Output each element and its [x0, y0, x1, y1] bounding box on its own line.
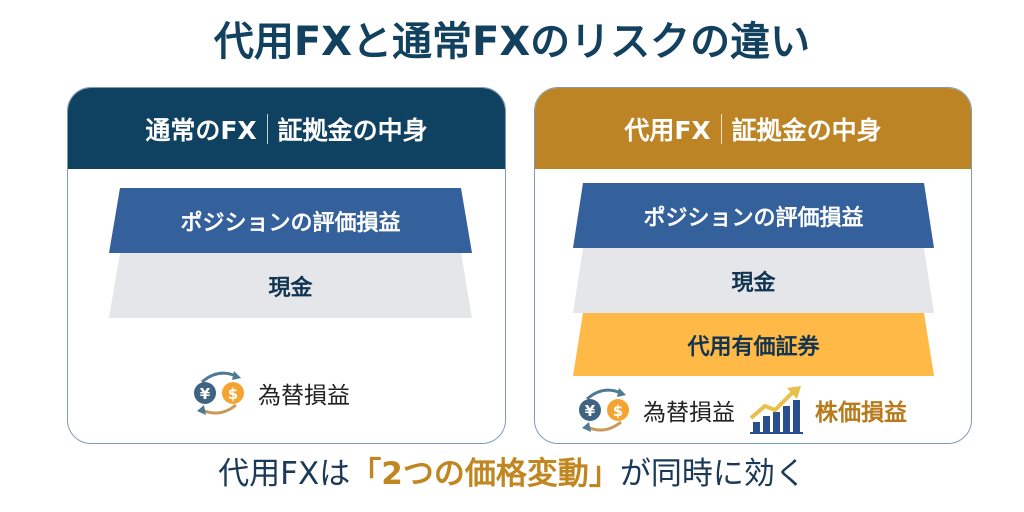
fx-pl-label: 為替損益: [643, 400, 735, 426]
conclusion-suffix: が同時に効く: [619, 456, 806, 492]
page-title: 代用FXと通常FXのリスクの違い: [213, 19, 811, 65]
normal-fx-card-header: 通常のFX 証拠金の中身: [68, 88, 505, 169]
trapezoid-shape: [573, 183, 934, 248]
rising-bar-chart-icon: [749, 386, 803, 434]
header-label: 通常のFX: [145, 115, 257, 145]
trapezoid-shape: [573, 313, 934, 376]
trapezoid-shape: [109, 188, 472, 253]
layer-position-pl: ポジションの評価損益: [573, 183, 934, 248]
header-divider: [720, 113, 722, 144]
layer-cash: 現金: [573, 248, 934, 313]
currency-exchange-icon: ¥ $: [579, 388, 629, 432]
svg-text:¥: ¥: [200, 385, 211, 403]
svg-text:$: $: [613, 402, 623, 420]
header-sublabel: 証拠金の中身: [277, 115, 428, 145]
svg-text:$: $: [228, 385, 238, 403]
substitute-fx-card: 代用FX 証拠金の中身 ポジションの評価損益 現金 代用有価証券 ¥ $ 為替損…: [534, 87, 972, 444]
currency-exchange-icon: ¥ $: [194, 371, 244, 415]
layer-substitute-securities: 代用有価証券: [573, 313, 934, 376]
layer-position-pl: ポジションの評価損益: [109, 188, 472, 253]
header-sublabel: 証拠金の中身: [731, 115, 882, 145]
stock-pl-label: 株価損益: [815, 400, 907, 426]
layer-cash: 現金: [109, 253, 472, 318]
trapezoid-shape: [109, 253, 472, 318]
conclusion-text: 代用FXは「2つの価格変動」が同時に効く: [0, 452, 1024, 496]
risk-row: ¥ $ 為替損益 株価損益: [575, 384, 907, 436]
svg-text:¥: ¥: [585, 402, 596, 420]
header-divider: [266, 113, 268, 144]
risk-row: ¥ $ 為替損益: [190, 368, 350, 418]
fx-pl-label: 為替損益: [258, 383, 350, 409]
header-label: 代用FX: [624, 115, 711, 145]
trapezoid-shape: [573, 248, 934, 313]
conclusion-emphasis: 「2つの価格変動」: [350, 456, 620, 492]
substitute-fx-card-header: 代用FX 証拠金の中身: [535, 88, 971, 169]
conclusion-prefix: 代用FXは: [218, 456, 351, 492]
normal-fx-card: 通常のFX 証拠金の中身 ポジションの評価損益 現金 ¥ $ 為替損益: [67, 87, 506, 444]
